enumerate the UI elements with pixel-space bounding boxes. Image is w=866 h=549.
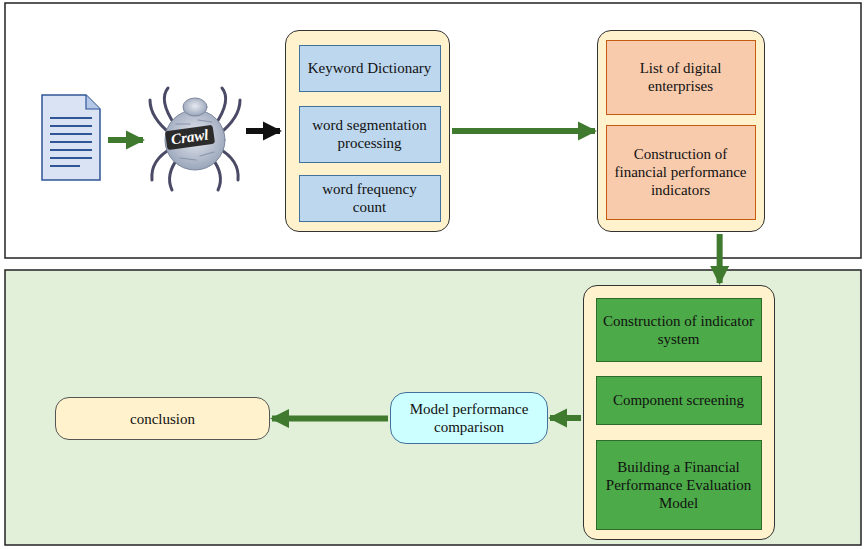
flow-arrow (717, 234, 723, 283)
flow-arrow (452, 128, 595, 134)
group-box: Keyword Dictionary word segmentation proc… (285, 30, 450, 232)
box-text: Construction of indicator system (603, 312, 755, 348)
process-box: Construction of indicator system (596, 298, 762, 362)
group-box: List of digital enterprisesConstruction … (597, 30, 765, 232)
bottom-panel (5, 270, 861, 545)
top-panel (5, 3, 861, 258)
box-text: conclusion (130, 410, 195, 428)
box-text: Building a Financial Performance Evaluat… (603, 458, 755, 512)
box-text: Keyword Dictionary (308, 59, 432, 77)
flow-arrow (550, 415, 581, 421)
flow-arrow (108, 137, 143, 143)
box-text: List of digital enterprises (613, 59, 749, 95)
document-icon (42, 95, 100, 180)
process-box: Model performance comparison (390, 392, 548, 444)
group-box: Construction of indicator systemComponen… (583, 285, 775, 540)
box-text: Model performance comparison (397, 400, 541, 436)
process-box: Construction of financial performance in… (606, 125, 756, 220)
spider-crawler (150, 88, 240, 190)
process-box: Component screening (596, 376, 762, 425)
process-box: word frequency count (299, 175, 441, 222)
flow-arrow (246, 128, 280, 134)
terminal-box: conclusion (55, 397, 270, 440)
box-text: word segmentation processing (306, 116, 434, 152)
box-text: Construction of financial performance in… (613, 145, 749, 199)
flow-arrow (272, 416, 388, 422)
box-text: Component screening (613, 391, 744, 409)
process-box: Building a Financial Performance Evaluat… (596, 440, 762, 530)
process-box: Keyword Dictionary (299, 45, 441, 92)
process-box: word segmentation processing (299, 106, 441, 163)
process-box: List of digital enterprises (606, 40, 756, 115)
box-text: word frequency count (306, 180, 434, 216)
